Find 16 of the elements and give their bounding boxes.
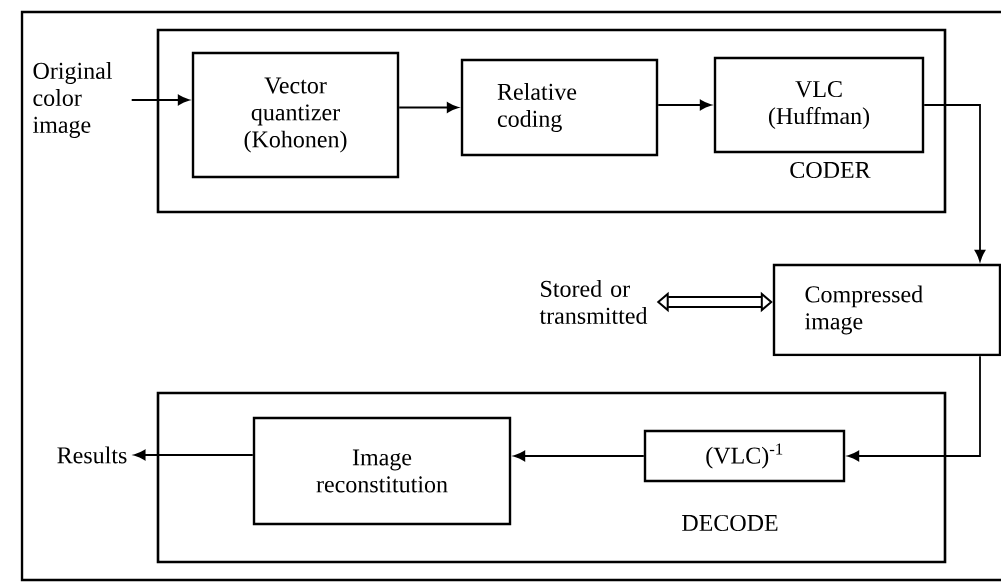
arrow — [847, 355, 981, 462]
text-label: Stored or transmitted — [539, 280, 648, 324]
process-box: Relative coding — [460, 58, 659, 157]
arrow — [657, 99, 712, 111]
arrow — [513, 450, 645, 462]
process-box: VLC (Huffman) — [713, 56, 925, 154]
process-box: Compressed image — [772, 263, 1001, 357]
text-label: Original color image — [33, 62, 112, 138]
arrow — [133, 449, 254, 461]
arrow — [398, 102, 459, 113]
arrow — [923, 104, 986, 262]
text-label: Results — [57, 446, 127, 464]
process-box: Image reconstitution — [252, 416, 512, 526]
arrow — [130, 94, 190, 106]
process-box: (VLC)$^{-1}$ — [643, 429, 846, 483]
process-box: Vector quantizer (Kohonen) — [191, 51, 400, 179]
